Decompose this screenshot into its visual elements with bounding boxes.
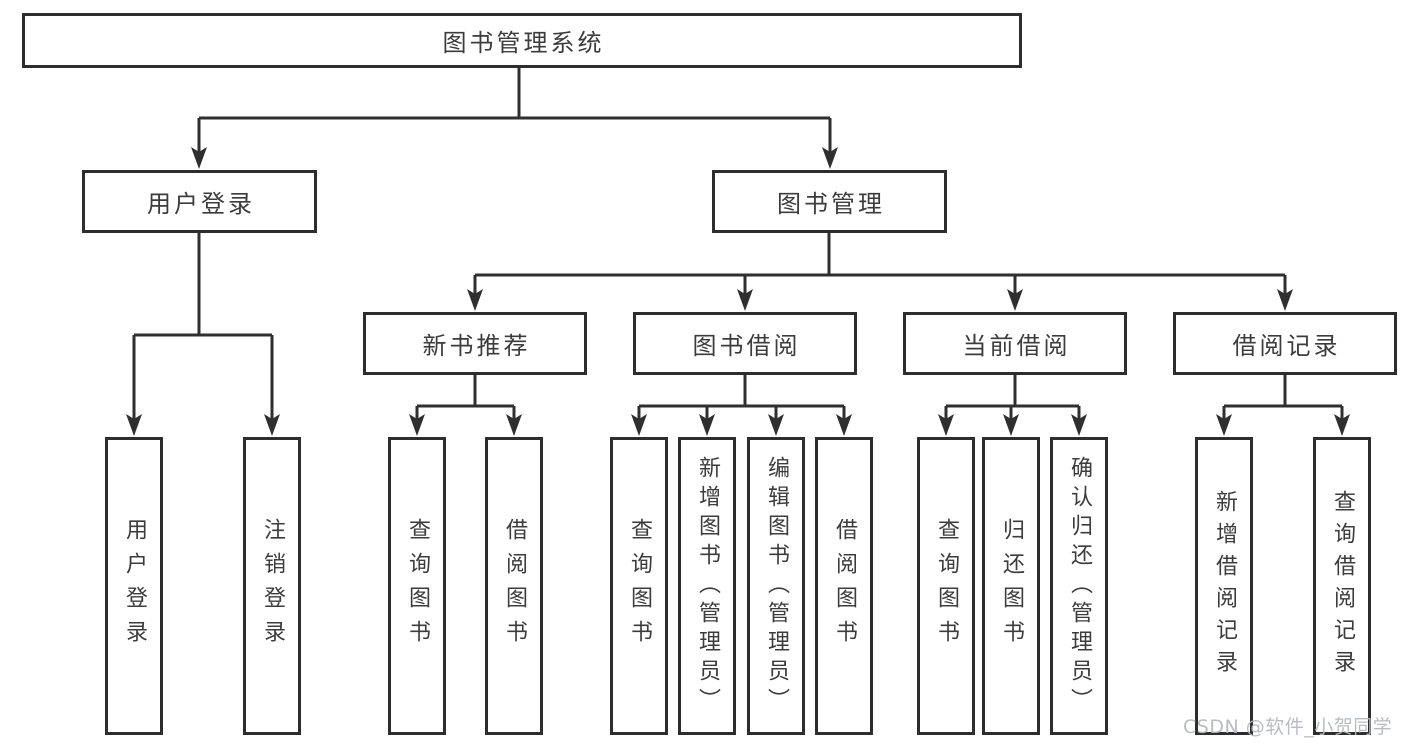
csdn-watermark: CSDN @软件_小贺同学 (1183, 716, 1393, 738)
node-label: 图书管理系统 (442, 29, 605, 57)
node-label: 图书借阅 (692, 332, 801, 360)
leaf-confirm-return-admin: 确认归还（管理员） (1050, 437, 1108, 735)
node-label: 当前借阅 (962, 332, 1071, 360)
node-borrowing-records: 借阅记录 (1173, 312, 1397, 375)
leaf-logout: 注销登录 (243, 437, 301, 735)
node-label: 借阅图书 (502, 518, 527, 654)
node-label: 查询图书 (405, 518, 430, 654)
node-label: 用户登录 (122, 518, 147, 654)
node-label: 用户登录 (147, 190, 255, 218)
node-label: 归还图书 (999, 518, 1024, 654)
node-new-book-recommendation: 新书推荐 (363, 312, 587, 375)
node-current-borrowing: 当前借阅 (903, 312, 1127, 375)
leaf-user-login: 用户登录 (105, 437, 163, 735)
node-label: 查询借阅记录 (1330, 490, 1355, 682)
leaf-edit-book-admin: 编辑图书（管理员） (747, 437, 805, 735)
leaf-query-books-current: 查询图书 (917, 437, 975, 735)
node-book-management: 图书管理 (712, 170, 947, 233)
node-label: 借阅记录 (1232, 332, 1341, 360)
node-label: 查询图书 (627, 518, 652, 654)
node-user-login: 用户登录 (82, 170, 317, 233)
node-label: 图书管理 (777, 190, 885, 218)
leaf-add-book-admin: 新增图书（管理员） (678, 437, 736, 735)
leaf-query-books-recommend: 查询图书 (388, 437, 446, 735)
leaf-borrow-books-borrowing: 借阅图书 (815, 437, 873, 735)
node-book-borrowing: 图书借阅 (633, 312, 857, 375)
node-library-management-system: 图书管理系统 (22, 13, 1022, 68)
leaf-borrow-books-recommend: 借阅图书 (485, 437, 543, 735)
node-label: 注销登录 (260, 518, 285, 654)
node-label: 新增借阅记录 (1212, 490, 1237, 682)
node-label: 新书推荐 (422, 332, 531, 360)
leaf-query-books-borrowing: 查询图书 (610, 437, 668, 735)
leaf-query-borrow-record: 查询借阅记录 (1313, 437, 1371, 735)
node-label: 借阅图书 (832, 518, 857, 654)
leaf-add-borrow-record: 新增借阅记录 (1195, 437, 1253, 735)
node-label: 确认归还（管理员） (1067, 455, 1092, 717)
node-label: 编辑图书（管理员） (764, 455, 789, 717)
node-label: 查询图书 (934, 518, 959, 654)
node-label: 新增图书（管理员） (695, 455, 720, 717)
leaf-return-book: 归还图书 (982, 437, 1040, 735)
